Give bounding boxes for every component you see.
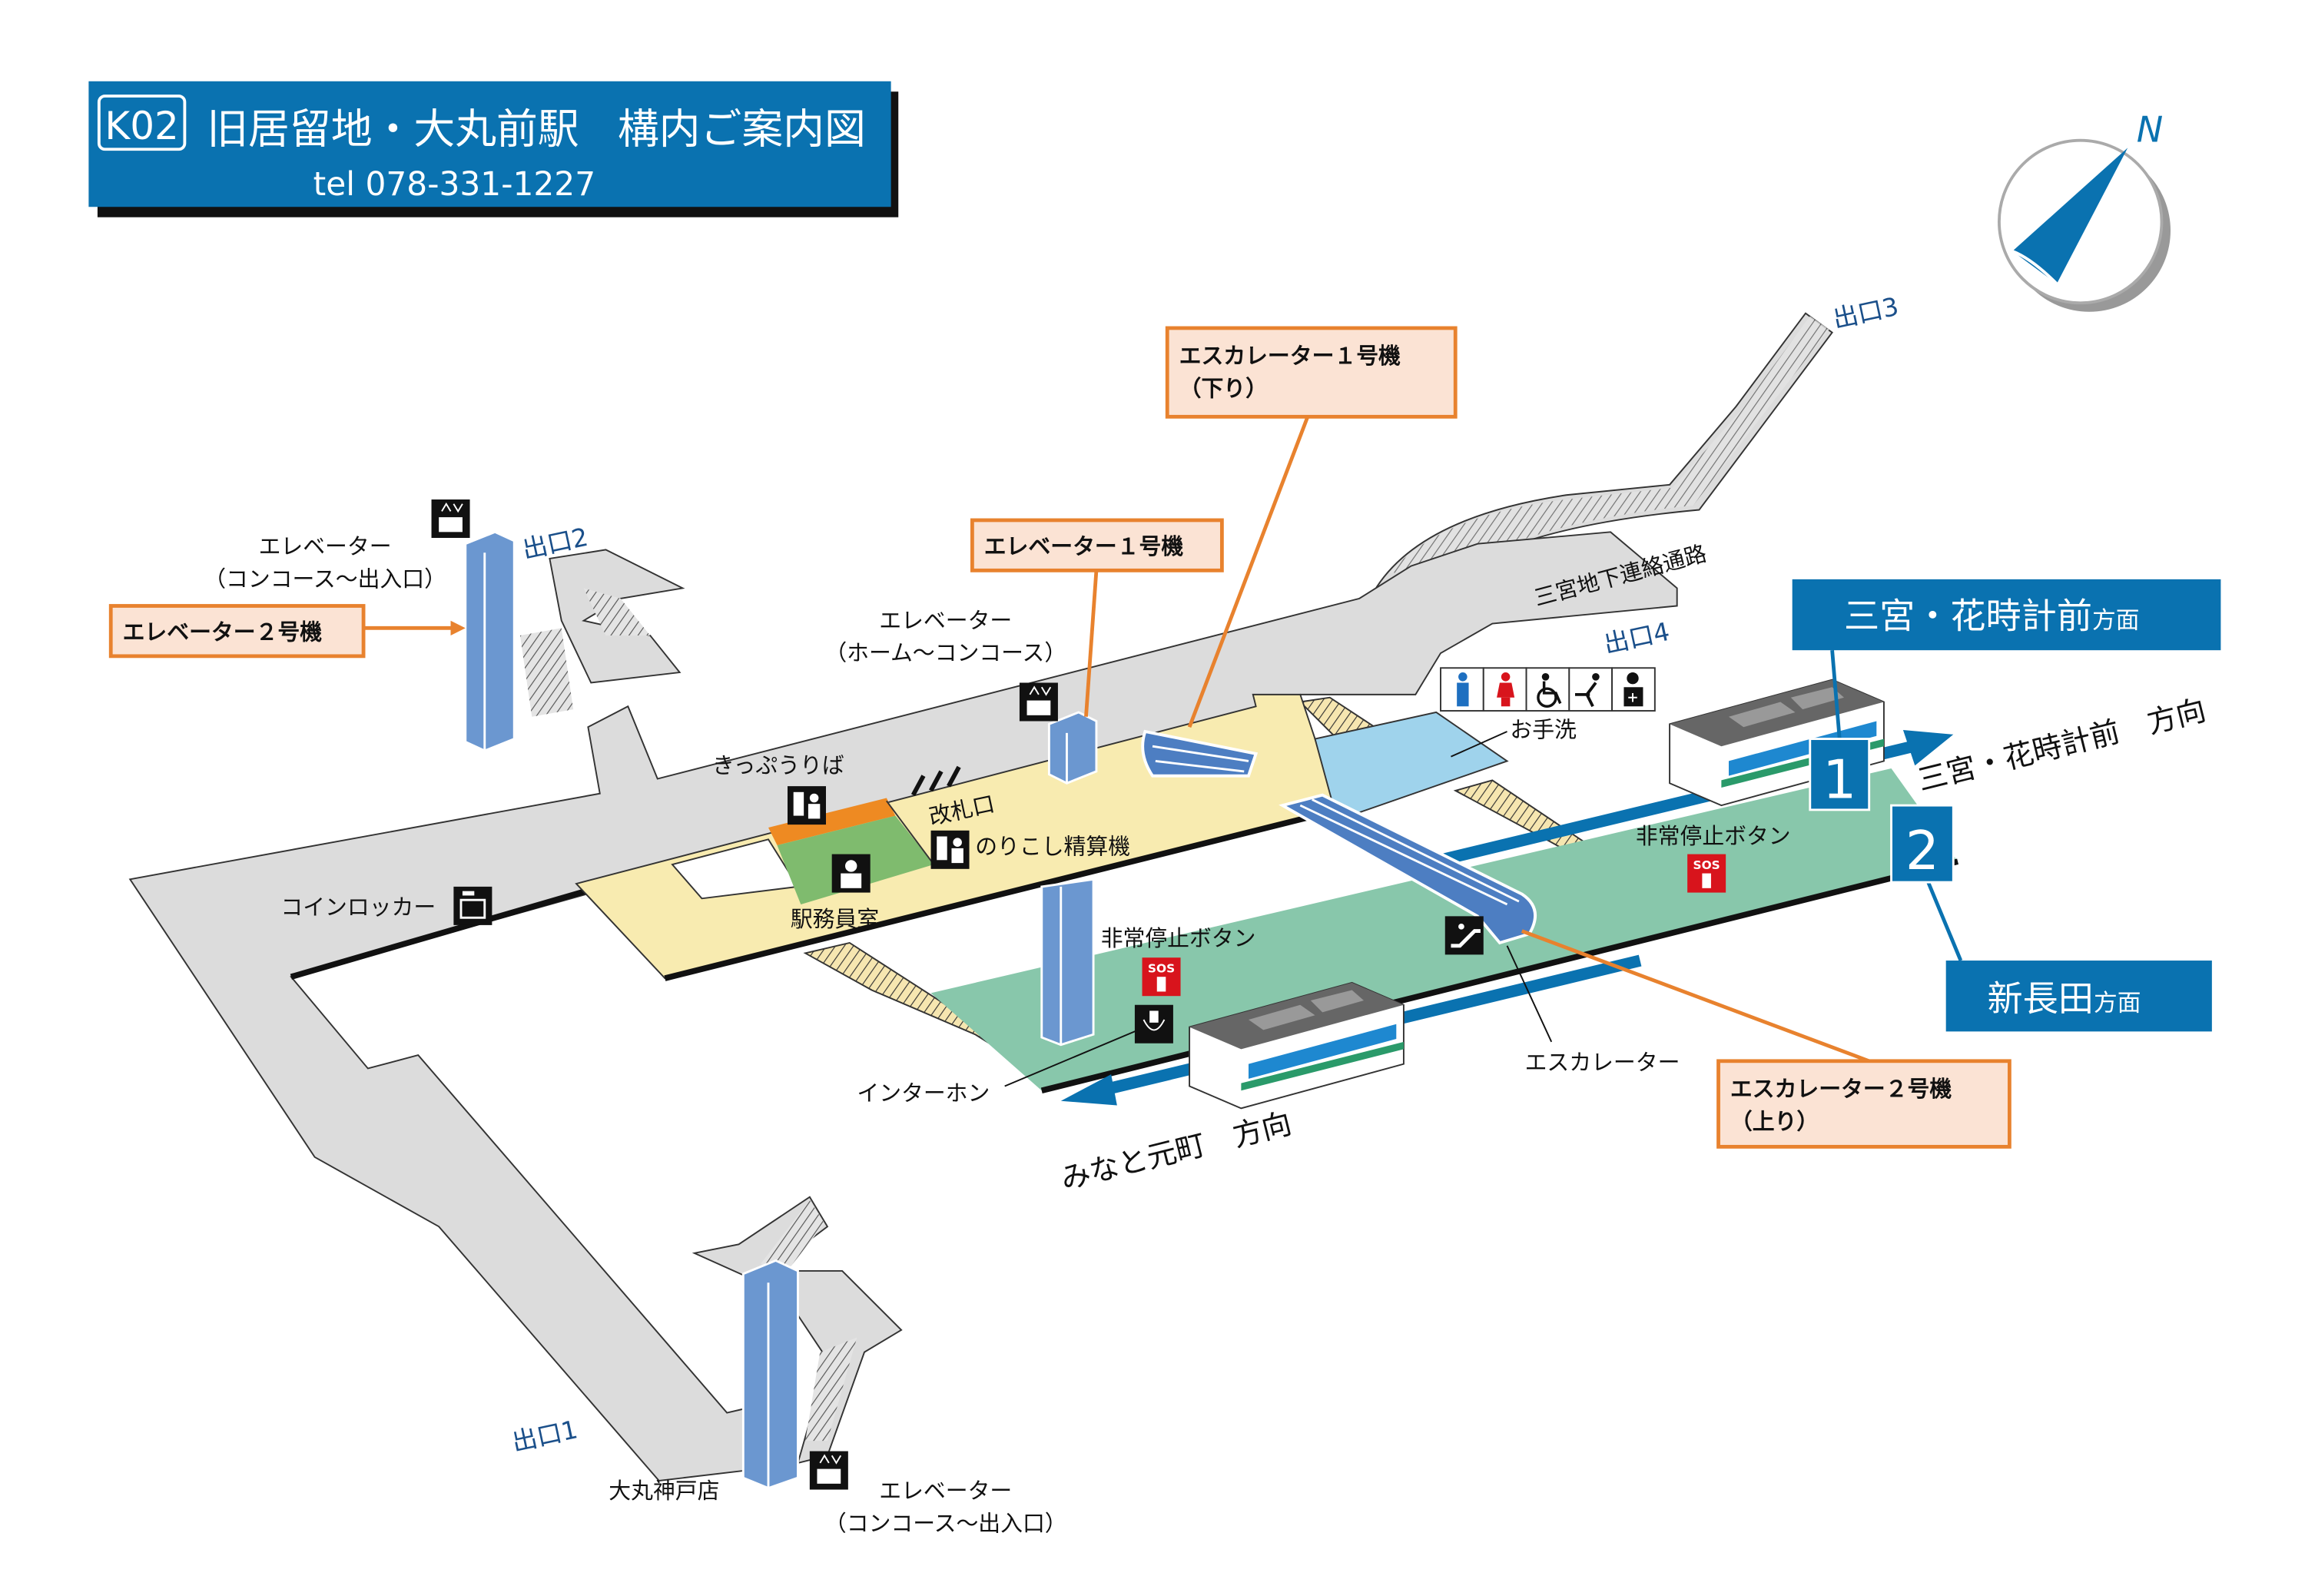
elevator-1-shaft — [1047, 711, 1098, 785]
elevator-2-shaft — [464, 530, 516, 752]
intercom-label: インターホン — [857, 1080, 990, 1107]
header-title-box: K02 旧居留地・大丸前駅 構内ご案内図 tel 078-331-1227 — [88, 81, 899, 217]
emergency-stop-label: 非常停止ボタン — [1101, 925, 1256, 951]
restroom-area — [1314, 711, 1509, 821]
elevator-exit1-label: エレベーター — [879, 1478, 1012, 1504]
platform-number-2: 2 — [1890, 804, 1955, 884]
fare-adjustment-label: のりこし精算機 — [975, 834, 1130, 860]
platform — [930, 768, 1958, 1091]
exit-3-label: 出口3 — [1830, 292, 1901, 334]
women-toilet-icon — [1497, 672, 1515, 707]
svg-text:（上り）: （上り） — [1730, 1108, 1819, 1134]
coin-locker-label: コインロッカー — [280, 894, 436, 920]
ticket-machine-icon — [788, 786, 826, 825]
callout-elevator-1: エレベーター１号機 — [970, 518, 1224, 572]
callout-escalator-1: エスカレーター１号機 （下り） — [1165, 326, 1458, 419]
exit1-elevator-shaft — [741, 1259, 799, 1490]
fare-adjustment-icon — [930, 830, 970, 869]
ticket-gate-marks — [910, 765, 961, 797]
restroom-label: お手洗 — [1510, 717, 1577, 743]
direction-shinnagata-box: 新長田方面 — [1945, 961, 2212, 1032]
train-icon — [1189, 981, 1405, 1110]
compass-icon: N — [1998, 109, 2171, 312]
escalator-1 — [1141, 729, 1259, 778]
exit1-stairs — [692, 1196, 903, 1465]
intercom-leader — [1004, 1026, 1146, 1087]
callout-escalator-2: エスカレーター２号機 （上り） — [1716, 1059, 2011, 1149]
svg-text:（下り）: （下り） — [1179, 375, 1268, 401]
escalator2-leader — [1521, 929, 1870, 1063]
elevator-icon — [431, 499, 470, 539]
callout-elevator-2: エレベーター２号機 — [108, 604, 366, 659]
elevator-exit1-sublabel: （コンコース～出入口） — [824, 1510, 1067, 1536]
svg-text:1: 1 — [1822, 749, 1856, 811]
baby-changing-icon — [1575, 672, 1600, 708]
svg-text:新長田方面: 新長田方面 — [1988, 977, 2141, 1019]
escalator-2 — [1279, 793, 1537, 945]
elevator-exit2-sublabel: （コンコース～出入口） — [204, 566, 446, 592]
svg-text:2: 2 — [1905, 821, 1939, 882]
track1-leader — [1830, 649, 1842, 739]
station-office-label: 駅務員室 — [791, 906, 879, 932]
escalator1-leader — [1187, 416, 1310, 728]
station-staff-icon — [831, 854, 871, 893]
map-title: 構内ご案内図 — [618, 105, 866, 154]
daimaru-label: 大丸神戸店 — [609, 1478, 719, 1504]
elevator-icon — [809, 1451, 848, 1490]
track2-leader — [1926, 881, 1963, 961]
svg-text:エレベーター２号機: エレベーター２号機 — [123, 619, 323, 645]
ticket-area — [768, 798, 896, 846]
wheelchair-icon — [1537, 672, 1562, 708]
elevator1-leader — [1084, 570, 1099, 717]
elevator-icon — [1019, 682, 1058, 722]
svg-text:エレベーター１号機: エレベーター１号機 — [984, 533, 1184, 559]
emergency-stop-label: 非常停止ボタン — [1636, 823, 1791, 849]
direction-sannomiya-box: 三宮・花時計前方面 — [1792, 579, 2221, 651]
station-code: K02 — [104, 104, 178, 148]
ticket-machines-label: きっぷうりば — [712, 752, 844, 778]
platform-number-1: 1 — [1809, 738, 1871, 811]
svg-text:三宮・花時計前方面: 三宮・花時計前方面 — [1844, 595, 2140, 636]
direction-minatomotomachi-arrow-label: みなと元町 方向 — [1057, 1107, 1295, 1197]
sos-button-icon: SOS — [1687, 854, 1726, 893]
svg-text:SOS: SOS — [1148, 961, 1175, 975]
restroom-icons — [1440, 667, 1656, 712]
elevator-platform-label: エレベーター — [879, 607, 1012, 633]
svg-text:エスカレーター２号機: エスカレーター２号機 — [1730, 1076, 1952, 1102]
station-tel: tel 078-331-1227 — [313, 165, 595, 203]
exit2-stairs — [519, 549, 685, 717]
escalator-leader — [1506, 945, 1553, 1043]
exit-1-label: 出口1 — [509, 1415, 580, 1457]
station-name: 旧居留地・大丸前駅 — [207, 105, 579, 154]
restroom-leader — [1451, 731, 1507, 758]
elevator-platform-sublabel: （ホーム～コンコース） — [824, 640, 1066, 666]
elevator-exit2-label: エレベーター — [259, 533, 392, 559]
sos-button-icon: SOS — [1142, 957, 1181, 997]
intercom-icon — [1134, 1004, 1173, 1044]
svg-text:SOS: SOS — [1693, 858, 1720, 872]
compass-north: N — [2137, 109, 2164, 151]
svg-text:エスカレーター１号機: エスカレーター１号機 — [1179, 343, 1401, 369]
men-toilet-icon — [1457, 672, 1469, 707]
platform-elevator-shaft — [1040, 878, 1095, 1047]
exit-4-label: 出口4 — [1601, 617, 1672, 659]
escalator-label: エスカレーター — [1525, 1049, 1680, 1075]
escalator-icon — [1444, 916, 1484, 955]
ostomate-icon — [1623, 672, 1643, 707]
coin-locker-icon — [453, 886, 493, 925]
direction-sannomiya-arrow-label: 三宮・花時計前 方向 — [1915, 693, 2210, 798]
